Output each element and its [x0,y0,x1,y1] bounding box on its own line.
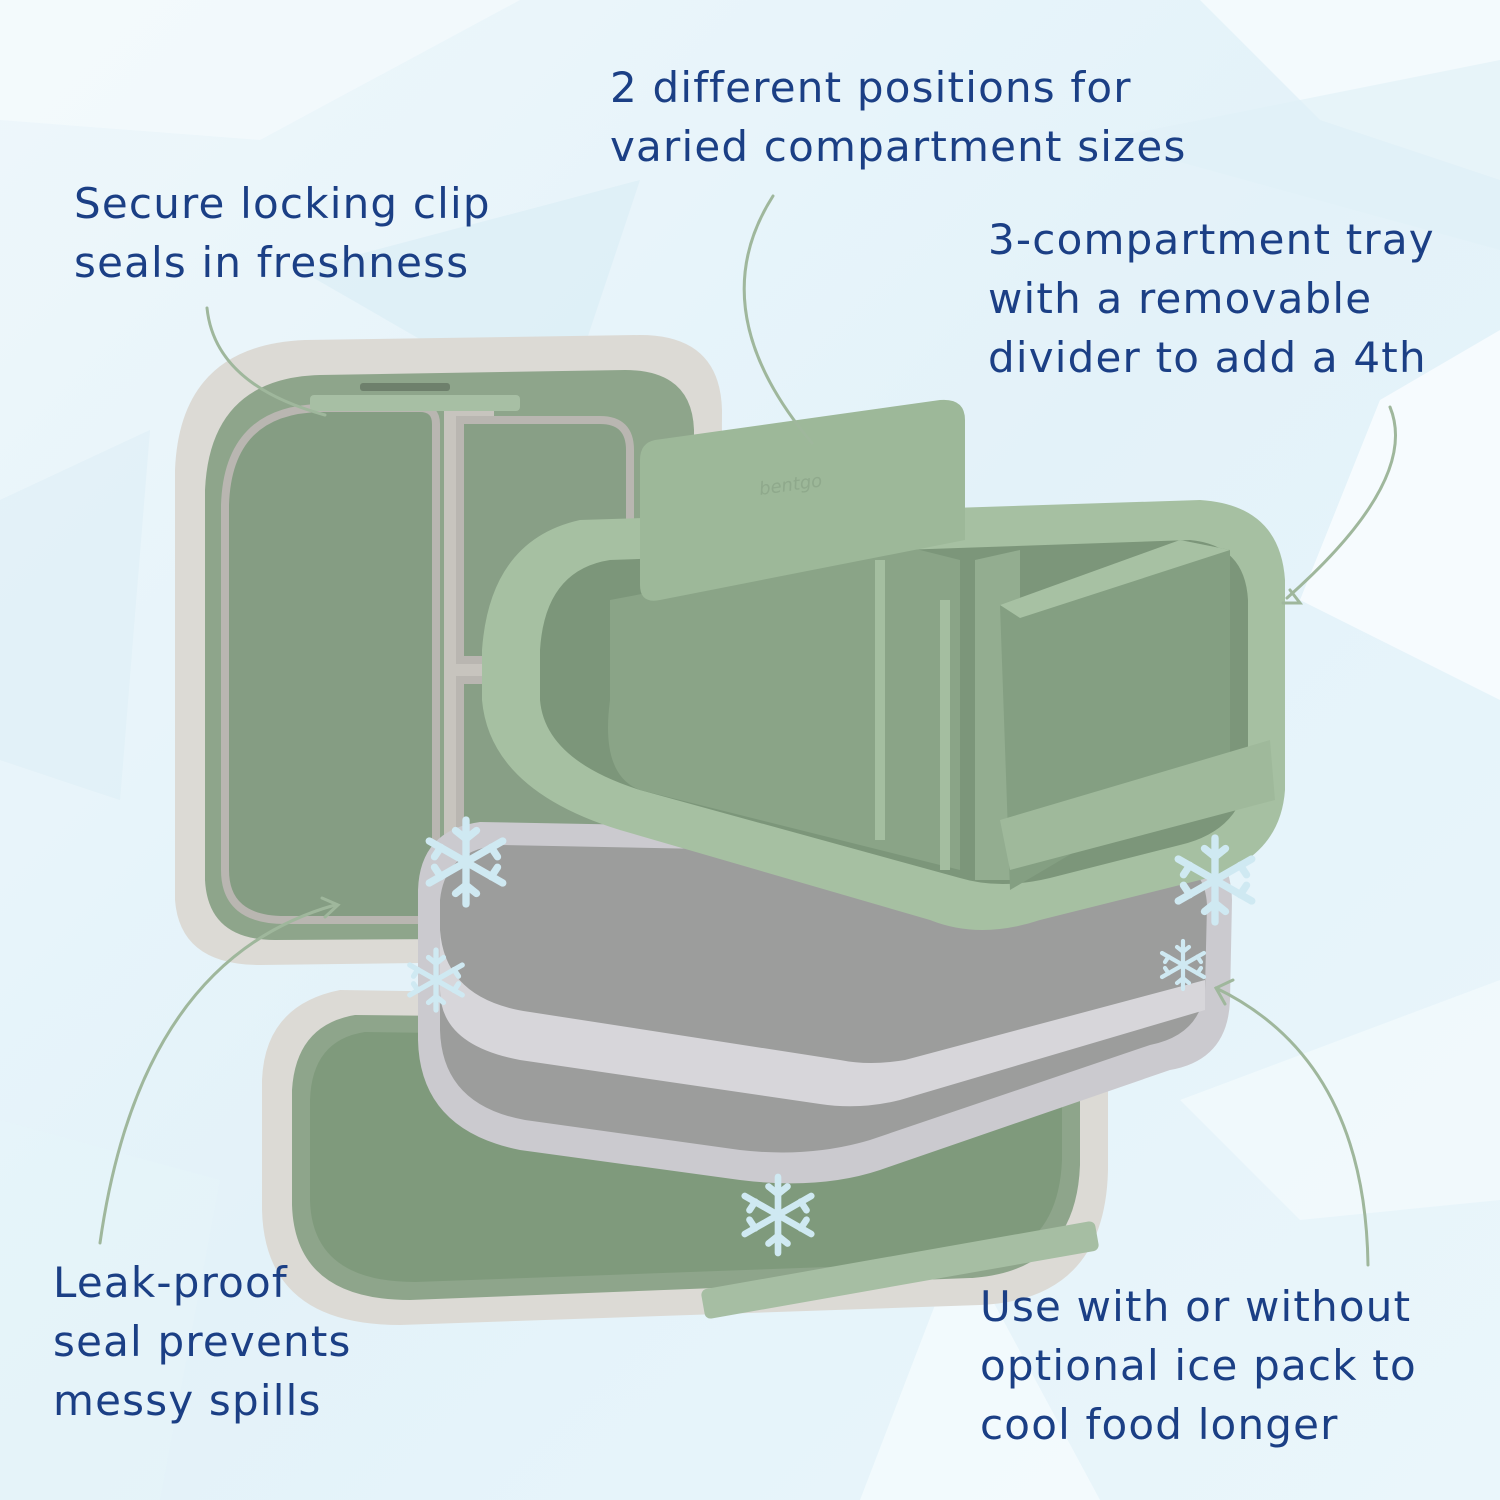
callout-locking-clip: Secure locking clip seals in freshness [74,174,491,292]
compartment-tray: bentgo [482,399,1285,930]
leader-arrow-ice [1214,986,1370,1267]
callout-line: 3-compartment tray [988,215,1435,264]
callout-line: cool food longer [980,1400,1339,1449]
callout-line: Leak-proof [53,1258,288,1307]
leader-arrow-ice-head [1213,978,1235,1006]
callout-line: 2 different positions for [610,63,1132,112]
callout-line: optional ice pack to [980,1341,1417,1390]
leader-arrow-tray-head [1281,588,1304,605]
callout-line: with a removable [988,274,1373,323]
callout-line: divider to add a 4th [988,333,1427,382]
leader-arrow-positions [742,194,814,445]
callout-line: Use with or without [980,1282,1412,1331]
callout-leak-proof: Leak-proof seal prevents messy spills [53,1253,352,1430]
callout-line: seal prevents [53,1317,352,1366]
callout-divider-positions: 2 different positions for varied compart… [610,58,1187,176]
callout-line: messy spills [53,1376,322,1425]
callout-ice-pack: Use with or without optional ice pack to… [980,1277,1417,1454]
leader-arrow-tray [1285,405,1398,600]
leader-arrow-clip [205,306,327,417]
callout-compartment-tray: 3-compartment tray with a removable divi… [988,210,1435,387]
leader-arrows [98,194,1398,1267]
callout-line: Secure locking clip [74,179,491,228]
leader-arrow-leak [98,903,337,1245]
callout-line: varied compartment sizes [610,122,1187,171]
leader-arrow-leak-head [320,896,341,919]
callout-line: seals in freshness [74,238,470,287]
